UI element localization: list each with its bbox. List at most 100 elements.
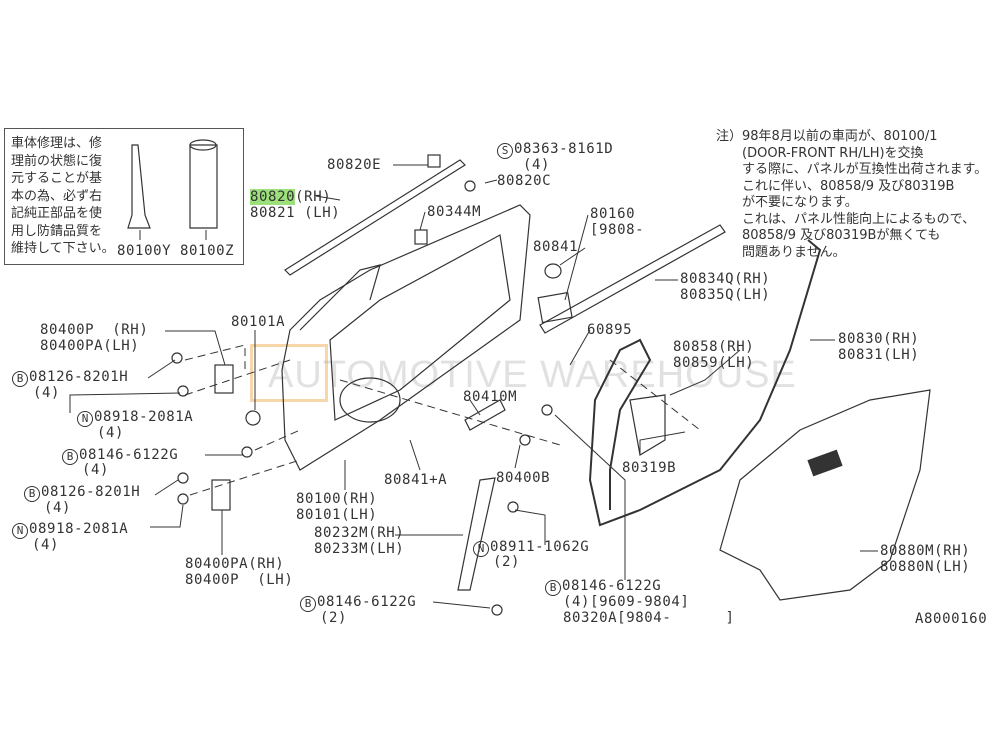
- date-80160: [9808-: [590, 222, 645, 238]
- can-80100z: [189, 144, 218, 229]
- part-80834q[interactable]: 80834Q(RH): [680, 271, 771, 287]
- part-number: 08126-8201H: [29, 369, 129, 385]
- qty: (4): [97, 425, 125, 441]
- cap-80101a: [245, 410, 261, 426]
- b-prefix-icon: B: [62, 449, 78, 465]
- phantom-lines: [184, 344, 701, 496]
- highlighted-part: 80820: [250, 189, 296, 205]
- part-80160: [537, 291, 573, 324]
- repair-note-box: 車体修理は、修 理前の状態に復 元することが基 本の為、必ず右 記純正部品を使 …: [4, 128, 244, 265]
- part-80820-rh[interactable]: 80820(RH): [250, 189, 331, 205]
- part-80101[interactable]: 80101(LH): [296, 507, 378, 523]
- glass-80880: [719, 389, 931, 601]
- b-prefix-icon: B: [545, 580, 561, 596]
- part-number: 08126-8201H: [41, 484, 141, 500]
- part-number: 08911-1062G: [490, 539, 590, 555]
- clip-80820e: [427, 154, 441, 168]
- part-80400pa-rh[interactable]: 80400PA(RH): [185, 556, 285, 572]
- qty: (4): [32, 537, 60, 553]
- part-80160[interactable]: 80160: [590, 206, 636, 222]
- qty-date: (4)[9609-9804]: [563, 594, 690, 610]
- part-80400p-lh[interactable]: 80400P (LH): [185, 572, 294, 588]
- window-frame: [299, 264, 381, 331]
- part-80233m[interactable]: 80233M(LH): [314, 541, 405, 557]
- glass-mark: [807, 449, 843, 477]
- bolt-1: [171, 352, 183, 364]
- part-80830[interactable]: 80830(RH): [838, 331, 920, 347]
- clip-80820c: [464, 180, 476, 192]
- bolt-5: [541, 404, 553, 416]
- nut-3: [507, 501, 519, 513]
- panel-80858: [629, 394, 666, 456]
- part-80821-lh[interactable]: 80821 (LH): [250, 205, 341, 221]
- door-inner: [329, 234, 511, 421]
- leader-lines: [69, 164, 878, 609]
- part-80410m[interactable]: 80410M: [463, 389, 518, 405]
- part-80400pa-lh[interactable]: 80400PA(LH): [40, 338, 140, 354]
- b-prefix-icon: B: [12, 371, 28, 387]
- part-number: 08918-2081A: [94, 409, 194, 425]
- b-prefix-icon: B: [24, 486, 40, 502]
- b-prefix-icon: B: [300, 596, 316, 612]
- part-80320a[interactable]: 80320A[9804- ]: [563, 610, 735, 626]
- part-80858[interactable]: 80858(RH): [673, 339, 755, 355]
- japanese-note: 注）98年8月以前の車両が、80100/1 (DOOR-FRONT RH/LH)…: [716, 129, 988, 260]
- part-80859[interactable]: 80859(LH): [673, 355, 755, 371]
- molding-80820: [284, 159, 466, 276]
- door-panel: [281, 204, 531, 471]
- part-80100[interactable]: 80100(RH): [296, 491, 378, 507]
- n-prefix-icon: N: [12, 523, 28, 539]
- qty: (4): [33, 385, 61, 401]
- part-80100y[interactable]: 80100Y: [117, 243, 172, 259]
- clip-80344m: [414, 229, 428, 245]
- part-80344m[interactable]: 80344M: [427, 204, 482, 220]
- qty: (4): [44, 500, 72, 516]
- bolt-4: [491, 604, 503, 616]
- part-80100z[interactable]: 80100Z: [180, 243, 235, 259]
- part-80880m[interactable]: 80880M(RH): [880, 543, 971, 559]
- s-prefix-icon: S: [497, 143, 513, 159]
- part-80232m[interactable]: 80232M(RH): [314, 525, 405, 541]
- molding-80834q: [539, 224, 726, 334]
- part-number: 08363-8161D: [514, 141, 614, 157]
- part-60895[interactable]: 60895: [587, 322, 633, 338]
- part-80101a[interactable]: 80101A: [231, 314, 286, 330]
- part-80880n[interactable]: 80880N(LH): [880, 559, 971, 575]
- part-80400p-rh[interactable]: 80400P (RH): [40, 322, 149, 338]
- part-80400b[interactable]: 80400B: [496, 470, 551, 486]
- hinge-lower: [211, 479, 231, 511]
- hinge-upper: [214, 364, 234, 394]
- part-80831[interactable]: 80831(LH): [838, 347, 920, 363]
- part-80835q[interactable]: 80835Q(LH): [680, 287, 771, 303]
- part-80820c[interactable]: 80820C: [497, 173, 552, 189]
- bolt-2: [241, 446, 253, 458]
- part-80319b[interactable]: 80319B: [622, 460, 677, 476]
- n-prefix-icon: N: [77, 411, 93, 427]
- diagram-id: A8000160: [915, 611, 988, 627]
- grommet-80841: [544, 263, 562, 279]
- part-80841-a[interactable]: 80841+A: [384, 472, 448, 488]
- nut-1: [177, 385, 189, 397]
- speaker-hole: [339, 377, 401, 423]
- qty: (2): [320, 610, 348, 626]
- part-80841[interactable]: 80841: [533, 239, 579, 255]
- bolt-3: [177, 472, 189, 484]
- part-number: 08146-6122G: [79, 447, 179, 463]
- part-80820e[interactable]: 80820E: [327, 157, 382, 173]
- part-number: 08146-6122G: [562, 578, 662, 594]
- guide-rail-80232m: [457, 477, 496, 591]
- weatherstrip-80830: [588, 239, 822, 527]
- nut-2: [177, 493, 189, 505]
- n-prefix-icon: N: [473, 541, 489, 557]
- watermark: AUTOMOTIVE WAREHOUSE: [268, 354, 797, 396]
- qty: (2): [493, 554, 521, 570]
